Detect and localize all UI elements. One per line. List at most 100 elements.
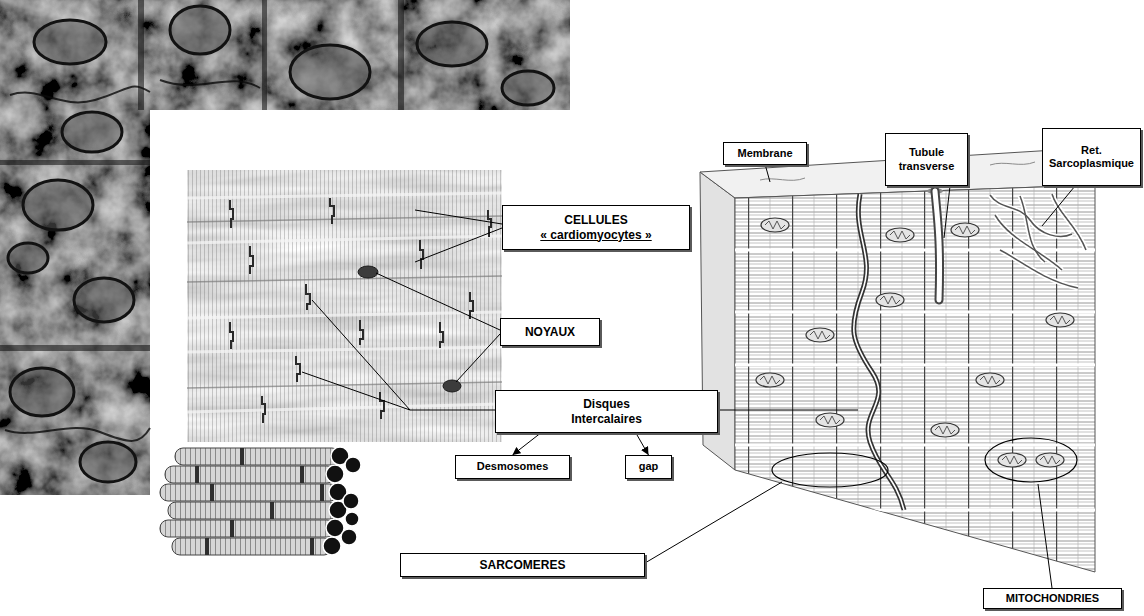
fiber-bundle xyxy=(270,502,274,519)
box-label: gap xyxy=(639,460,659,473)
fiber-bundle xyxy=(195,448,324,555)
cardiomyocyte-block xyxy=(735,249,1095,252)
fiber-bundle xyxy=(205,538,209,555)
cardiomyocyte-block xyxy=(990,195,1072,236)
electron-micrograph xyxy=(10,368,74,416)
cardiomyocyte-block xyxy=(1000,250,1078,288)
leader-line xyxy=(765,164,770,182)
light-micrograph xyxy=(360,320,363,345)
connector-group xyxy=(513,433,649,455)
cardiomyocyte-block xyxy=(735,311,1095,314)
leader-line xyxy=(376,273,500,330)
electron-micrograph xyxy=(5,428,150,441)
cardiomyocyte-block xyxy=(760,376,780,384)
cardiomyocyte-block xyxy=(765,221,785,229)
cardiomyocyte-block xyxy=(810,331,830,339)
cardiomyocyte-block xyxy=(976,373,1004,387)
label-box: SARCOMERES xyxy=(400,553,645,577)
box-label: NOYAUX xyxy=(525,325,575,339)
light-micrograph xyxy=(230,322,233,349)
light-micrograph xyxy=(187,170,502,442)
electron-micrograph xyxy=(23,180,93,230)
electron-micrograph xyxy=(10,87,150,103)
cardiomyocyte-block xyxy=(1020,196,1045,262)
leader-line xyxy=(415,210,502,224)
electron-micrograph xyxy=(262,0,267,110)
electron-micrograph xyxy=(138,0,144,110)
light-micrograph xyxy=(187,170,502,442)
fiber-bundle xyxy=(165,466,335,483)
cardiomyocyte-block xyxy=(1052,194,1086,250)
label-box: NOYAUX xyxy=(500,318,600,346)
label-box: MITOCHONDRIES xyxy=(983,588,1122,609)
fiber-bundle xyxy=(310,538,314,555)
fiber-bundle xyxy=(160,484,338,501)
leader-line xyxy=(645,482,782,563)
fiber-bundle xyxy=(210,484,214,501)
fiber-bundle xyxy=(230,520,234,537)
cardiomyocyte-block xyxy=(1050,316,1070,324)
leader-line xyxy=(415,228,502,262)
leader-line xyxy=(1042,186,1075,226)
light-micrograph xyxy=(230,200,233,228)
leader-line xyxy=(456,334,500,382)
leader-line xyxy=(312,300,495,410)
light-micrograph xyxy=(187,193,502,198)
fiber-bundle xyxy=(195,466,199,483)
light-micrograph xyxy=(440,322,443,348)
box-label: MITOCHONDRIES xyxy=(1006,592,1099,605)
cardiomyocyte-block xyxy=(886,228,914,242)
light-micrograph xyxy=(306,284,310,310)
cardiomyocyte-block xyxy=(955,226,975,234)
light-micrograph xyxy=(330,198,334,224)
fiber-bundle xyxy=(172,538,332,555)
box-label: Disques Intercalaires xyxy=(571,397,642,426)
leader-line xyxy=(944,186,950,238)
cardiomyocyte-block xyxy=(935,426,955,434)
label-box: CELLULES« cardiomyocytes » xyxy=(502,205,690,250)
electron-micrograph xyxy=(34,20,106,64)
cardiomyocyte-block xyxy=(1052,194,1086,250)
cardiomyocyte-block xyxy=(935,191,940,300)
fiber-bundle xyxy=(323,537,341,555)
light-micrograph xyxy=(250,246,253,274)
fiber-bundle xyxy=(240,448,244,465)
label-box: Membrane xyxy=(723,142,807,165)
highlight-ellipse xyxy=(985,438,1077,482)
electron-micrograph xyxy=(0,0,570,495)
cardiomyocyte-block xyxy=(980,376,1000,384)
fiber-bundle xyxy=(345,512,359,526)
cardiomyocyte-block xyxy=(990,194,1086,288)
cardiomyocyte-block xyxy=(1036,453,1064,467)
fiber-bundle xyxy=(160,447,361,555)
box-label: Desmosomes xyxy=(477,460,549,473)
cardiomyocyte-block xyxy=(880,296,900,304)
electron-micrograph xyxy=(62,112,122,152)
cardiomyocyte-block xyxy=(761,218,789,232)
box-label: « cardiomyocytes » xyxy=(540,228,651,242)
light-micrograph xyxy=(380,392,384,419)
cardiomyocyte-block xyxy=(735,444,1095,447)
label-box: Disques Intercalaires xyxy=(495,390,718,433)
fiber-bundle xyxy=(323,447,361,555)
cardiomyocyte-block xyxy=(735,250,1095,510)
light-micrograph xyxy=(358,266,461,392)
cardiomyocyte-block xyxy=(1046,313,1074,327)
cardiomyocyte-block xyxy=(931,423,959,437)
fiber-bundle xyxy=(343,493,359,509)
box-label: Ret. Sarcoplasmique xyxy=(1049,144,1134,170)
light-micrograph xyxy=(187,236,502,243)
light-micrograph xyxy=(187,276,502,282)
light-micrograph xyxy=(187,404,502,412)
electron-micrograph xyxy=(74,278,134,322)
cardiomyocyte-block xyxy=(995,215,1062,270)
electron-micrograph xyxy=(398,0,404,110)
box-label: Tubule transverse xyxy=(899,146,955,172)
electron-micrograph xyxy=(417,22,487,66)
cardiomyocyte-block xyxy=(935,191,940,300)
electron-micrograph xyxy=(0,345,150,351)
light-micrograph xyxy=(230,198,491,423)
fiber-bundle xyxy=(341,529,357,545)
cardiomyocyte-block xyxy=(876,293,904,307)
